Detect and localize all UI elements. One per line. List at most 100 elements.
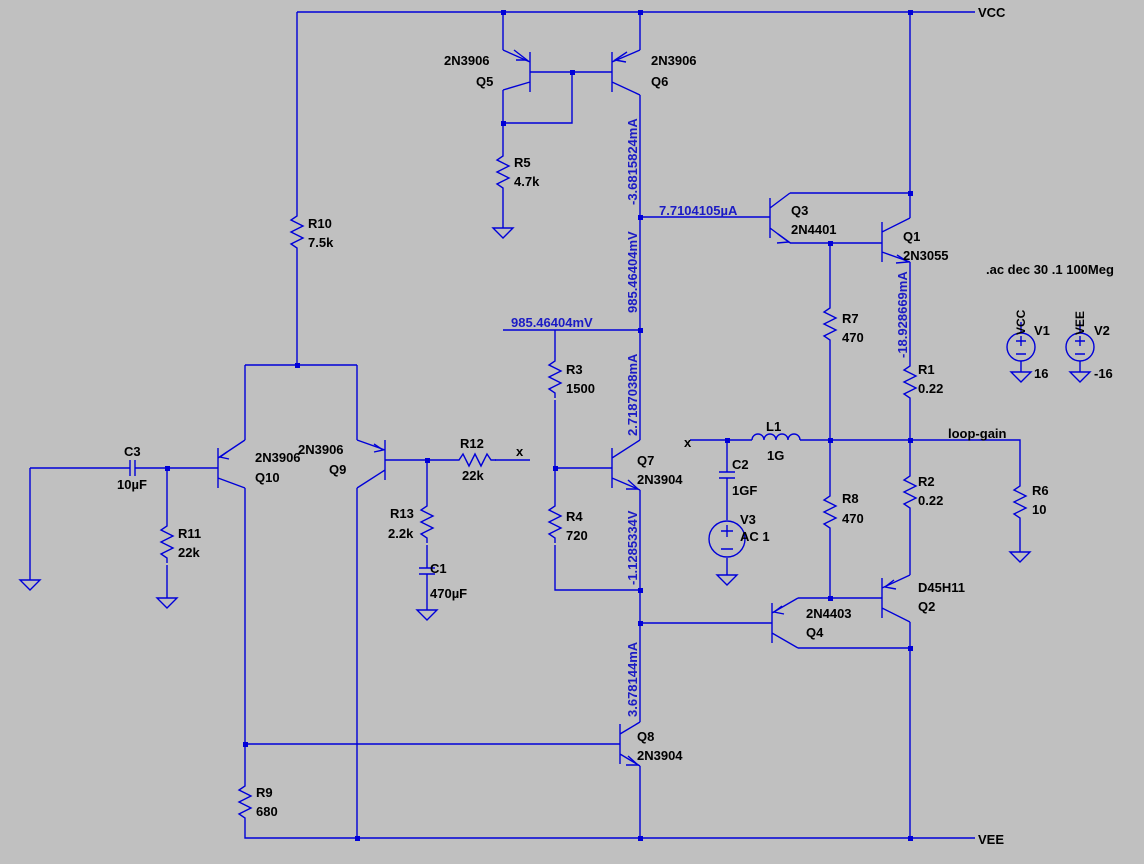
capacitor-c2[interactable]	[719, 465, 735, 485]
label-q8-model: 2N3904	[637, 748, 683, 763]
label-l1-ref: L1	[766, 419, 781, 434]
resistor-r4[interactable]	[547, 500, 563, 543]
label-r3-value: 1500	[566, 381, 595, 396]
label-q3-ref: Q3	[791, 203, 808, 218]
label-q2-ref: Q2	[918, 599, 935, 614]
label-r12-value: 22k	[462, 468, 484, 483]
label-r11-ref: R11	[178, 526, 201, 541]
label-q8-ref: Q8	[637, 729, 654, 744]
label-q2-model: D45H11	[918, 580, 965, 595]
wires	[29, 11, 1021, 839]
resistor-r11[interactable]	[159, 520, 175, 563]
transistor-q10[interactable]	[217, 439, 246, 489]
label-v3-value: AC 1	[740, 529, 770, 544]
transistor-q6[interactable]	[611, 49, 641, 96]
label-q5-ref: Q5	[476, 74, 493, 89]
resistor-r6[interactable]	[1012, 482, 1028, 520]
label-v1-value: 16	[1034, 366, 1048, 381]
annotation-r3-node-voltage: 985.46404mV	[511, 315, 593, 330]
label-v2-ref: V2	[1094, 323, 1110, 338]
annotation-q6-current: -3.6815824mA	[625, 118, 640, 205]
label-c1-value: 470µF	[430, 586, 467, 601]
label-r6-ref: R6	[1032, 483, 1049, 498]
resistor-r5[interactable]	[495, 150, 511, 192]
capacitor-c3[interactable]	[125, 460, 140, 476]
net-label-x-left: x	[684, 435, 692, 450]
label-v1-net: VCC	[1014, 309, 1028, 335]
label-r13-value: 2.2k	[388, 526, 414, 541]
label-q7-ref: Q7	[637, 453, 654, 468]
label-q9-model: 2N3906	[298, 442, 344, 457]
net-label-vcc: VCC	[978, 5, 1006, 20]
transistor-q1[interactable]	[881, 217, 911, 264]
annotation-q7-current: 2.7187038mA	[625, 353, 640, 436]
label-q10-model: 2N3906	[255, 450, 301, 465]
label-c3-value: 10µF	[117, 477, 147, 492]
label-r3-ref: R3	[566, 362, 583, 377]
label-r1-value: 0.22	[918, 381, 943, 396]
resistor-r9[interactable]	[237, 780, 253, 820]
label-q7-model: 2N3904	[637, 472, 683, 487]
resistor-r13[interactable]	[419, 500, 435, 543]
label-r2-ref: R2	[918, 474, 935, 489]
transistor-q7[interactable]	[611, 439, 641, 491]
transistor-q8[interactable]	[619, 721, 641, 767]
label-r6-value: 10	[1032, 502, 1046, 517]
label-v2-value: -16	[1094, 366, 1113, 381]
label-q1-model: 2N3055	[903, 248, 949, 263]
label-q5-model: 2N3906	[444, 53, 490, 68]
source-v1[interactable]	[1006, 322, 1036, 372]
label-r8-ref: R8	[842, 491, 859, 506]
label-r11-value: 22k	[178, 545, 200, 560]
label-r10-value: 7.5k	[308, 235, 334, 250]
resistor-r12[interactable]	[455, 452, 496, 468]
net-label-x-right: x	[516, 444, 524, 459]
label-r10-ref: R10	[308, 216, 332, 231]
transistor-q4[interactable]	[771, 597, 799, 649]
label-q1-ref: Q1	[903, 229, 920, 244]
transistor-q5[interactable]	[502, 49, 531, 92]
annotation-q7-collector-voltage: 985.46404mV	[625, 231, 640, 313]
transistor-q9[interactable]	[356, 439, 386, 489]
annotation-q8-current: 3.678144mA	[625, 641, 640, 717]
label-v3-ref: V3	[740, 512, 756, 527]
label-v2-net: VEE	[1073, 311, 1087, 335]
label-c2-ref: C2	[732, 457, 749, 472]
inductor-l1[interactable]	[751, 433, 801, 441]
label-r9-ref: R9	[256, 785, 273, 800]
transistor-q2[interactable]	[881, 574, 911, 623]
label-c1-ref: C1	[430, 561, 447, 576]
annotation-q7-emitter-voltage: -1.1285334V	[625, 510, 640, 585]
source-v2[interactable]	[1065, 322, 1095, 372]
label-r7-value: 470	[842, 330, 864, 345]
label-r5-ref: R5	[514, 155, 531, 170]
label-c3-ref: C3	[124, 444, 141, 459]
resistor-r3[interactable]	[547, 355, 563, 398]
label-r9-value: 680	[256, 804, 278, 819]
resistor-r7[interactable]	[822, 302, 838, 350]
label-q6-model: 2N3906	[651, 53, 697, 68]
label-q4-ref: Q4	[806, 625, 824, 640]
net-label-vee: VEE	[978, 832, 1004, 847]
label-r7-ref: R7	[842, 311, 859, 326]
resistor-r8[interactable]	[822, 490, 838, 533]
junctions	[165, 10, 913, 841]
net-label-loop-gain: loop-gain	[948, 426, 1007, 441]
resistor-r10[interactable]	[289, 212, 305, 252]
annotation-r1-current: -18.928669mA	[895, 271, 910, 358]
label-q6-ref: Q6	[651, 74, 668, 89]
resistor-r2[interactable]	[902, 470, 918, 510]
label-r4-value: 720	[566, 528, 588, 543]
label-r4-ref: R4	[566, 509, 583, 524]
transistor-q3[interactable]	[769, 192, 791, 244]
capacitor-c1[interactable]	[419, 567, 435, 590]
label-q10-ref: Q10	[255, 470, 280, 485]
source-v3[interactable]	[708, 520, 746, 558]
label-v1-ref: V1	[1034, 323, 1050, 338]
annotation-q3-base-current: 7.7104105µA	[659, 203, 738, 218]
label-q9-ref: Q9	[329, 462, 346, 477]
label-l1-value: 1G	[767, 448, 784, 463]
resistor-r1[interactable]	[902, 360, 918, 400]
label-c2-value: 1GF	[732, 483, 757, 498]
